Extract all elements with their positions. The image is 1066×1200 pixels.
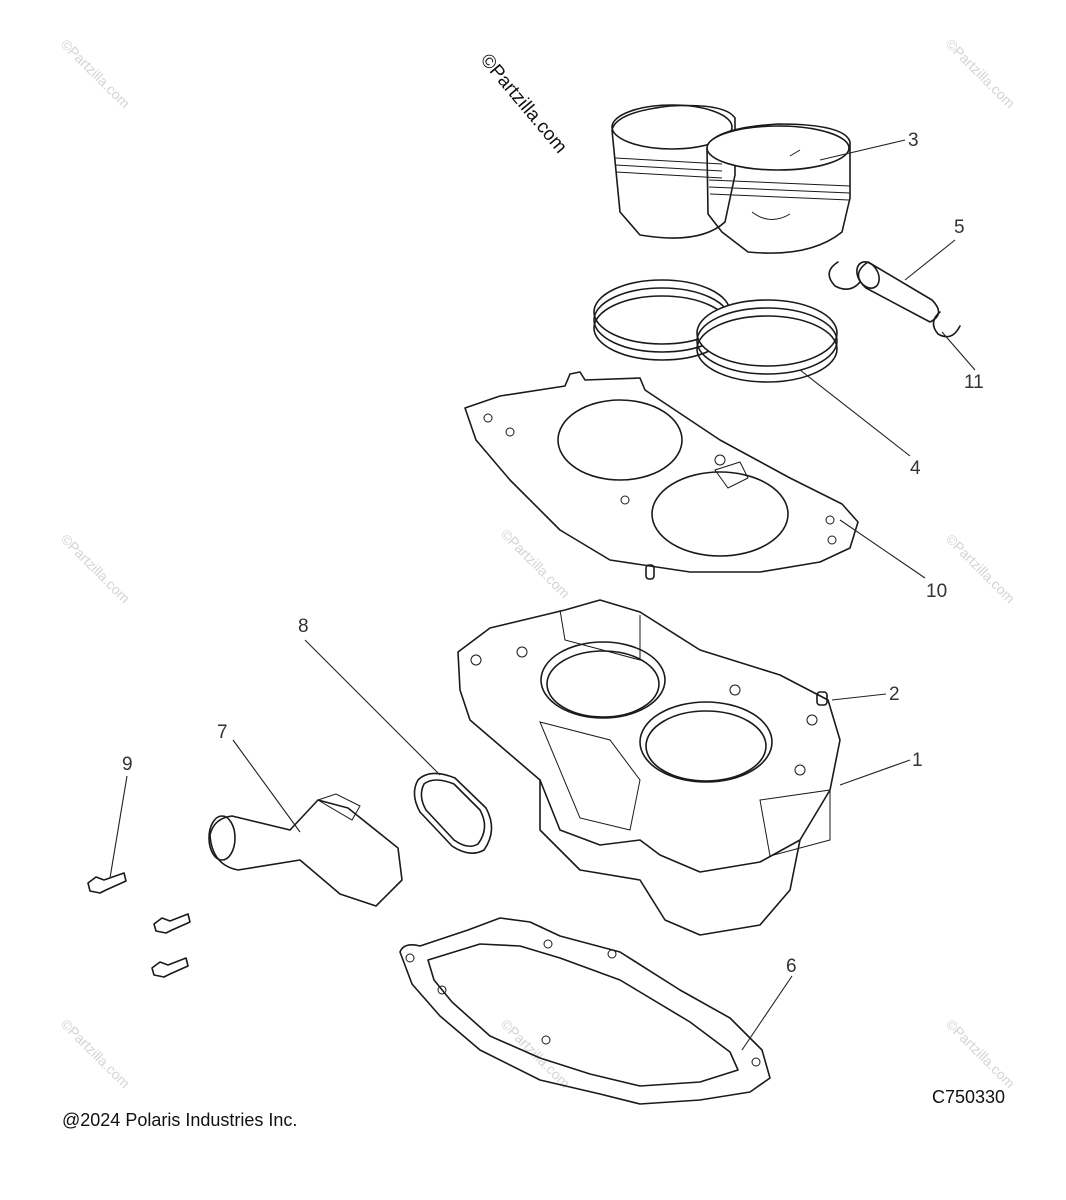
callout-5: 5 [954,217,965,238]
outlet-gasket[interactable] [413,772,493,854]
piston-rings[interactable] [593,279,838,383]
watermark: ©Partzilla.com [498,1016,573,1091]
watermarks: ©Partzilla.com ©Partzilla.com ©Partzilla… [58,36,1018,1091]
piston-pin[interactable] [852,258,940,323]
watermark: ©Partzilla.com [943,531,1018,606]
head-gasket[interactable] [464,371,859,573]
watermark: ©Partzilla.com [498,526,573,601]
callout-8: 8 [298,616,309,637]
pistons[interactable] [611,104,851,254]
callout-7: 7 [217,722,228,743]
bolts[interactable] [87,872,191,978]
callout-11: 11 [964,372,984,393]
cylinder-block[interactable] [457,599,841,936]
callout-1: 1 [912,750,923,771]
base-gasket[interactable] [399,917,771,1105]
piston-pin-clips[interactable] [828,261,961,338]
dowel-pin-upper[interactable] [645,564,655,580]
callout-4: 4 [910,458,921,479]
dowel-pin[interactable] [816,691,828,706]
copyright-text: @2024 Polaris Industries Inc. [62,1110,298,1130]
water-outlet[interactable] [208,793,403,907]
figure-code: C750330 [932,1087,1006,1107]
callouts: 3 5 11 4 10 2 1 8 7 9 6 [122,130,984,977]
callout-10: 10 [926,581,947,602]
watermark: ©Partzilla.com [58,1016,133,1091]
callout-3: 3 [908,130,919,151]
callout-6: 6 [786,956,797,977]
watermark: ©Partzilla.com [943,36,1018,111]
leader-lines [109,139,976,1051]
callout-9: 9 [122,754,133,775]
callout-2: 2 [889,684,900,705]
watermark: ©Partzilla.com [58,531,133,606]
watermark: ©Partzilla.com [58,36,133,111]
watermark: ©Partzilla.com [943,1016,1018,1091]
